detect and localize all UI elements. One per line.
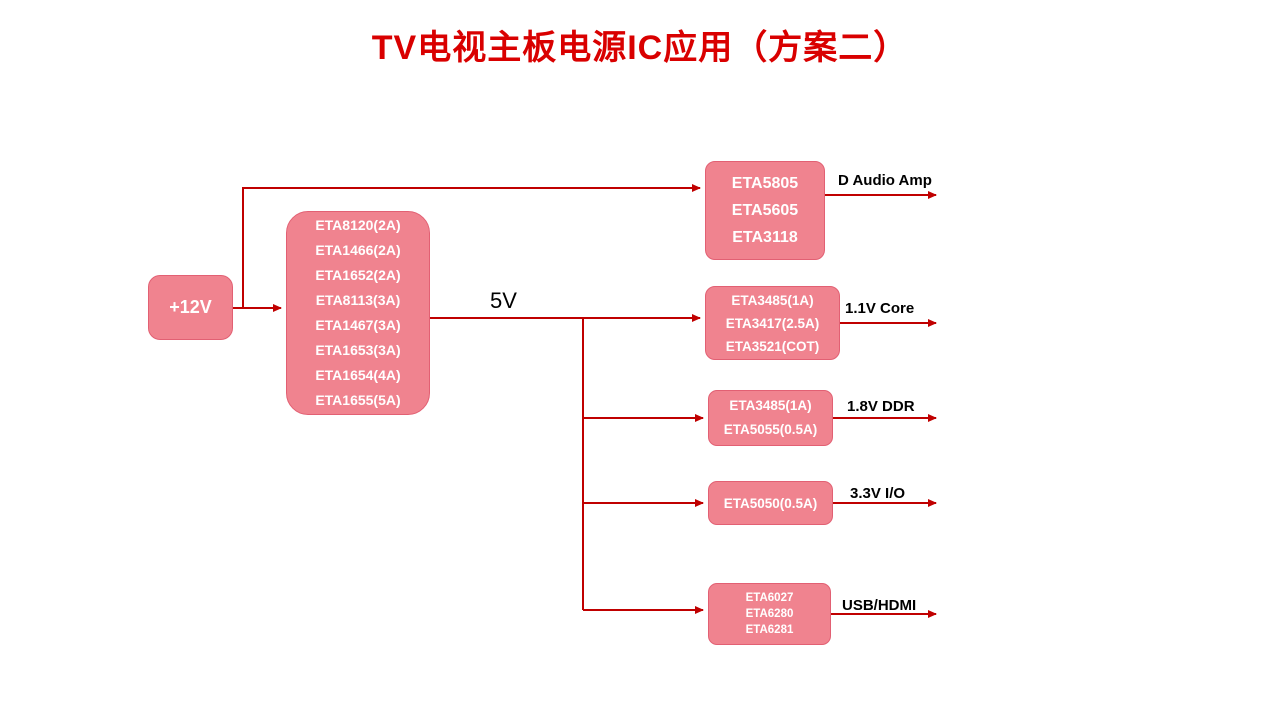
- output-label-audio-amp: D Audio Amp: [838, 172, 932, 189]
- node-usb-hdmi-switch: ETA6027 ETA6280 ETA6281: [708, 583, 831, 645]
- node-core-regulator: ETA3485(1A) ETA3417(2.5A) ETA3521(COT): [705, 286, 840, 360]
- ic-label: ETA1467(3A): [315, 317, 401, 333]
- ic-label: ETA6281: [745, 624, 794, 636]
- ic-label: ETA6027: [745, 592, 794, 604]
- node-dcdc-bank: ETA8120(2A) ETA1466(2A) ETA1652(2A) ETA8…: [286, 211, 430, 415]
- ic-label: ETA5805: [731, 175, 799, 192]
- node-label-12v: +12V: [169, 297, 212, 317]
- node-ddr-regulator: ETA3485(1A) ETA5055(0.5A): [708, 390, 833, 446]
- ic-label: ETA3485(1A): [729, 398, 812, 413]
- ic-label: ETA5605: [731, 202, 799, 219]
- ic-label: ETA5050(0.5A): [723, 495, 818, 511]
- ic-label: ETA3485(1A): [731, 292, 814, 308]
- node-audio-amp: ETA5805 ETA5605 ETA3118: [705, 161, 825, 260]
- ic-label: ETA8113(3A): [315, 292, 401, 308]
- output-label-ddr: 1.8V DDR: [847, 398, 915, 415]
- node-io-regulator: ETA5050(0.5A): [708, 481, 833, 525]
- node-input-12v: +12V: [148, 275, 233, 340]
- ic-label: ETA8120(2A): [315, 217, 401, 233]
- ic-label: ETA6280: [745, 608, 794, 620]
- ic-label: ETA1654(4A): [315, 367, 401, 383]
- page-title: TV电视主板电源IC应用（方案二）: [371, 29, 909, 67]
- ic-label: ETA1655(5A): [315, 392, 401, 408]
- ic-label: ETA3118: [732, 229, 798, 246]
- bus-label-5v: 5V: [490, 288, 517, 313]
- ic-label: ETA1466(2A): [315, 242, 401, 258]
- ic-label: ETA3521(COT): [725, 338, 820, 354]
- ic-label: ETA3417(2.5A): [725, 315, 820, 331]
- output-label-core: 1.1V Core: [845, 300, 915, 317]
- ic-label: ETA1653(3A): [315, 342, 401, 358]
- output-label-usb-hdmi: USB/HDMI: [842, 597, 917, 614]
- ic-label: ETA5055(0.5A): [723, 422, 818, 437]
- ic-label: ETA1652(2A): [315, 267, 401, 283]
- output-label-io: 3.3V I/O: [850, 485, 906, 502]
